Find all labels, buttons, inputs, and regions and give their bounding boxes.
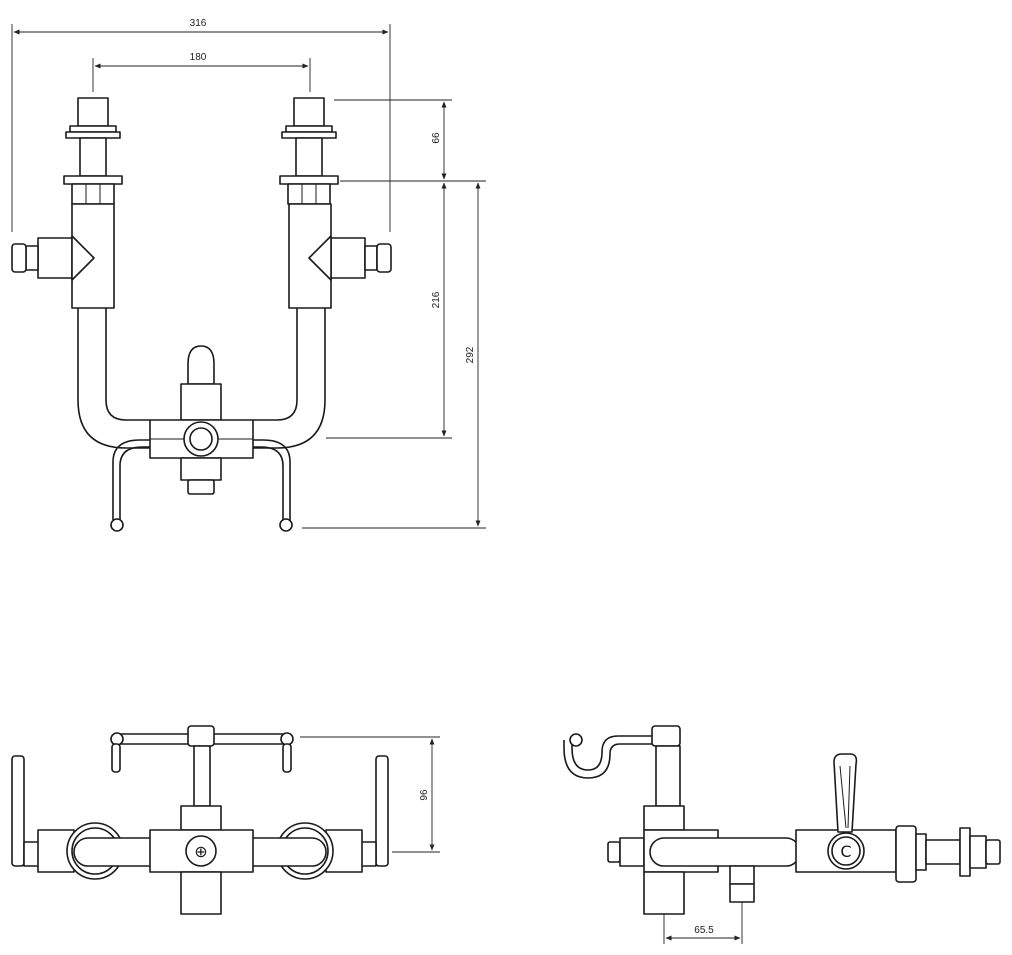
side-view: 65.5 C (563, 725, 1001, 944)
right-valve (279, 97, 392, 309)
centre-handle-mark: ⊕ (194, 842, 207, 861)
top-view: 96 ⊕ (11, 725, 440, 915)
dim-bridge-height: 96 (300, 736, 440, 853)
dim-total-height-label: 292 (465, 346, 476, 363)
dim-centres-label: 180 (190, 52, 207, 63)
dim-top-section-label: 66 (431, 132, 442, 144)
dim-centres: 180 (92, 52, 311, 92)
dim-wall-offset-label: 65.5 (694, 925, 714, 936)
front-view: 316 180 66 216 292 (11, 18, 486, 532)
cold-handle-mark: C (840, 842, 851, 861)
dim-overall-width: 316 (11, 18, 391, 232)
dim-bridge-height-label: 96 (419, 789, 430, 801)
centre-hub (149, 345, 254, 495)
dim-wall-offset: 65.5 (663, 902, 743, 944)
left-valve (11, 97, 123, 309)
dim-vertical-set: 66 216 292 (302, 99, 486, 529)
dim-body-height-label: 216 (431, 291, 442, 308)
dim-overall-width-label: 316 (190, 18, 207, 29)
u-pipe (77, 308, 326, 532)
